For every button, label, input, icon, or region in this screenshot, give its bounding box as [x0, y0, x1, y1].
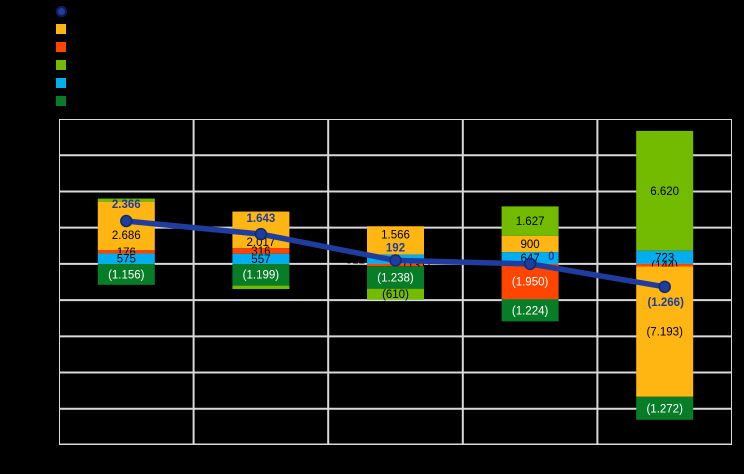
- bar-segment-value-label: (1.199): [243, 270, 280, 282]
- line-value-label: (1.266): [647, 297, 684, 309]
- bar-segment-value-label: 557: [251, 254, 270, 266]
- bar-segment-value-label: 1.566: [381, 229, 410, 241]
- bar-segment-darkgreen: [636, 396, 694, 420]
- bar-segment-yellowgreen: [97, 198, 155, 202]
- line-value-label: 0: [548, 251, 554, 263]
- line-value-label: 192: [386, 242, 405, 254]
- yellowgreen-series-marker-icon: [56, 60, 66, 70]
- bar-segment-cyan: [97, 253, 155, 264]
- bar-segment-value-label: 723: [655, 252, 674, 264]
- bar-segment-value-label: (7.193): [646, 327, 683, 339]
- bar-segment-value-label: 512: [346, 254, 365, 266]
- bar-segment-cyan: [232, 253, 290, 264]
- data-point-marker: [523, 257, 537, 271]
- darkgreen-series-marker-icon: [56, 96, 66, 106]
- bar-segment-yellowgreen: [232, 285, 290, 290]
- chart-plot-area: 2.686176575(1.156)2.017316557(1.199)1.56…: [59, 119, 732, 445]
- bar-segment-value-label: (1.156): [108, 269, 145, 281]
- legend-item-amber-series: [56, 20, 73, 38]
- legend: [56, 2, 73, 110]
- bar-segment-value-label: (1.238): [377, 272, 414, 284]
- bar-segment-darkgreen: [501, 299, 559, 322]
- bar-segment-orangered: [232, 248, 290, 254]
- bar-segment-yellowgreen: [367, 288, 424, 300]
- bar-segment-value-label: (1.272): [646, 403, 683, 415]
- bar-segment-orangered: [636, 263, 694, 267]
- bar-segment-value-label: (610): [382, 289, 409, 301]
- bar-segment-value-label: 6.620: [650, 186, 679, 198]
- legend-item-yellowgreen-series: [56, 56, 73, 74]
- legend-item-cyan-series: [56, 74, 73, 92]
- bar-segment-amber: [367, 226, 424, 255]
- bar-segment-value-label: (1.224): [512, 305, 549, 317]
- bar-segment-value-label: 900: [521, 239, 540, 251]
- bar-segment-orangered: [97, 250, 155, 254]
- bar-segment-darkgreen: [367, 266, 424, 289]
- data-point-marker: [120, 214, 133, 228]
- bar-segment-value-label: 2.686: [112, 230, 141, 242]
- bar-segment-amber: [501, 235, 559, 253]
- bar-segment-value-label: (1.950): [512, 277, 549, 289]
- amber-series-marker-icon: [56, 24, 66, 34]
- bar-segment-darkgreen: [97, 263, 155, 285]
- cyan-series-marker-icon: [56, 78, 66, 88]
- line-value-label: 1.643: [247, 213, 276, 225]
- data-point-marker: [389, 254, 402, 267]
- line-value-label: 2.366: [112, 199, 141, 211]
- bar-segment-cyan: [636, 250, 694, 264]
- bar-segment-yellowgreen: [636, 130, 694, 251]
- bar-segment-darkgreen: [232, 263, 290, 286]
- bar-segment-value-label: 1.627: [516, 216, 545, 228]
- bar-segment-value-label: 575: [117, 254, 136, 266]
- line-series-marker-icon: [56, 5, 67, 17]
- data-point-marker: [658, 280, 671, 294]
- legend-item-darkgreen-series: [56, 92, 73, 110]
- legend-item-line-series: [56, 2, 73, 20]
- bar-segment-value-label: 2.017: [247, 237, 276, 249]
- legend-item-orangered-series: [56, 38, 73, 56]
- bar-segment-yellowgreen: [501, 206, 559, 236]
- orangered-series-marker-icon: [56, 42, 66, 52]
- data-point-marker: [254, 227, 268, 241]
